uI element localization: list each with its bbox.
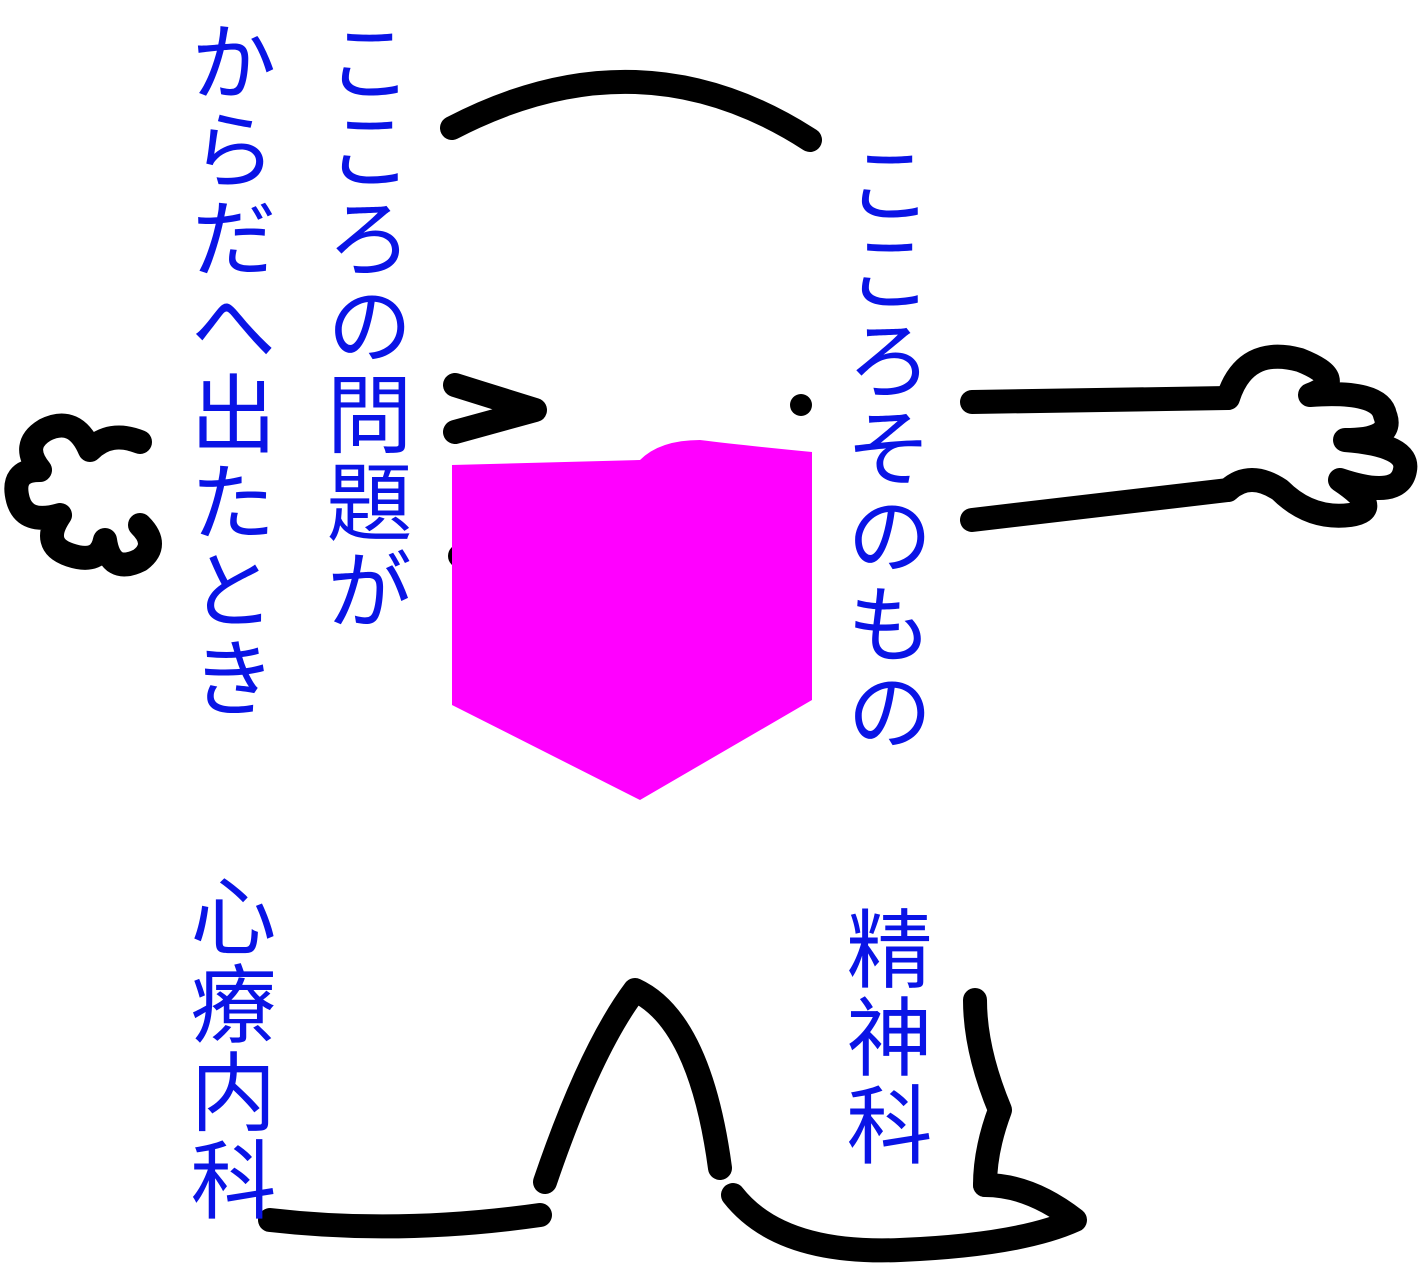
right-leg-inner (721, 1173, 1087, 1263)
right-eye (790, 394, 812, 416)
right-department-label: 精神科 (831, 905, 931, 1169)
right-leg-outer (963, 988, 1012, 1197)
left-foot (258, 1203, 552, 1239)
right-arm-upper (960, 386, 1240, 414)
right-line1-text: こころそのもの (831, 140, 931, 756)
left-line1-text: こころの問題が (311, 18, 411, 634)
left-line2-text: からだへ出たとき (175, 18, 275, 722)
right-arm-lower (960, 478, 1240, 532)
head-outline (440, 69, 822, 152)
left-hand (4, 413, 162, 577)
heart-shape (452, 440, 812, 800)
left-department-label: 心療内科 (175, 872, 275, 1224)
right-hand (1216, 344, 1418, 528)
left-eye (443, 373, 547, 444)
left-leg-outer (533, 978, 732, 1194)
